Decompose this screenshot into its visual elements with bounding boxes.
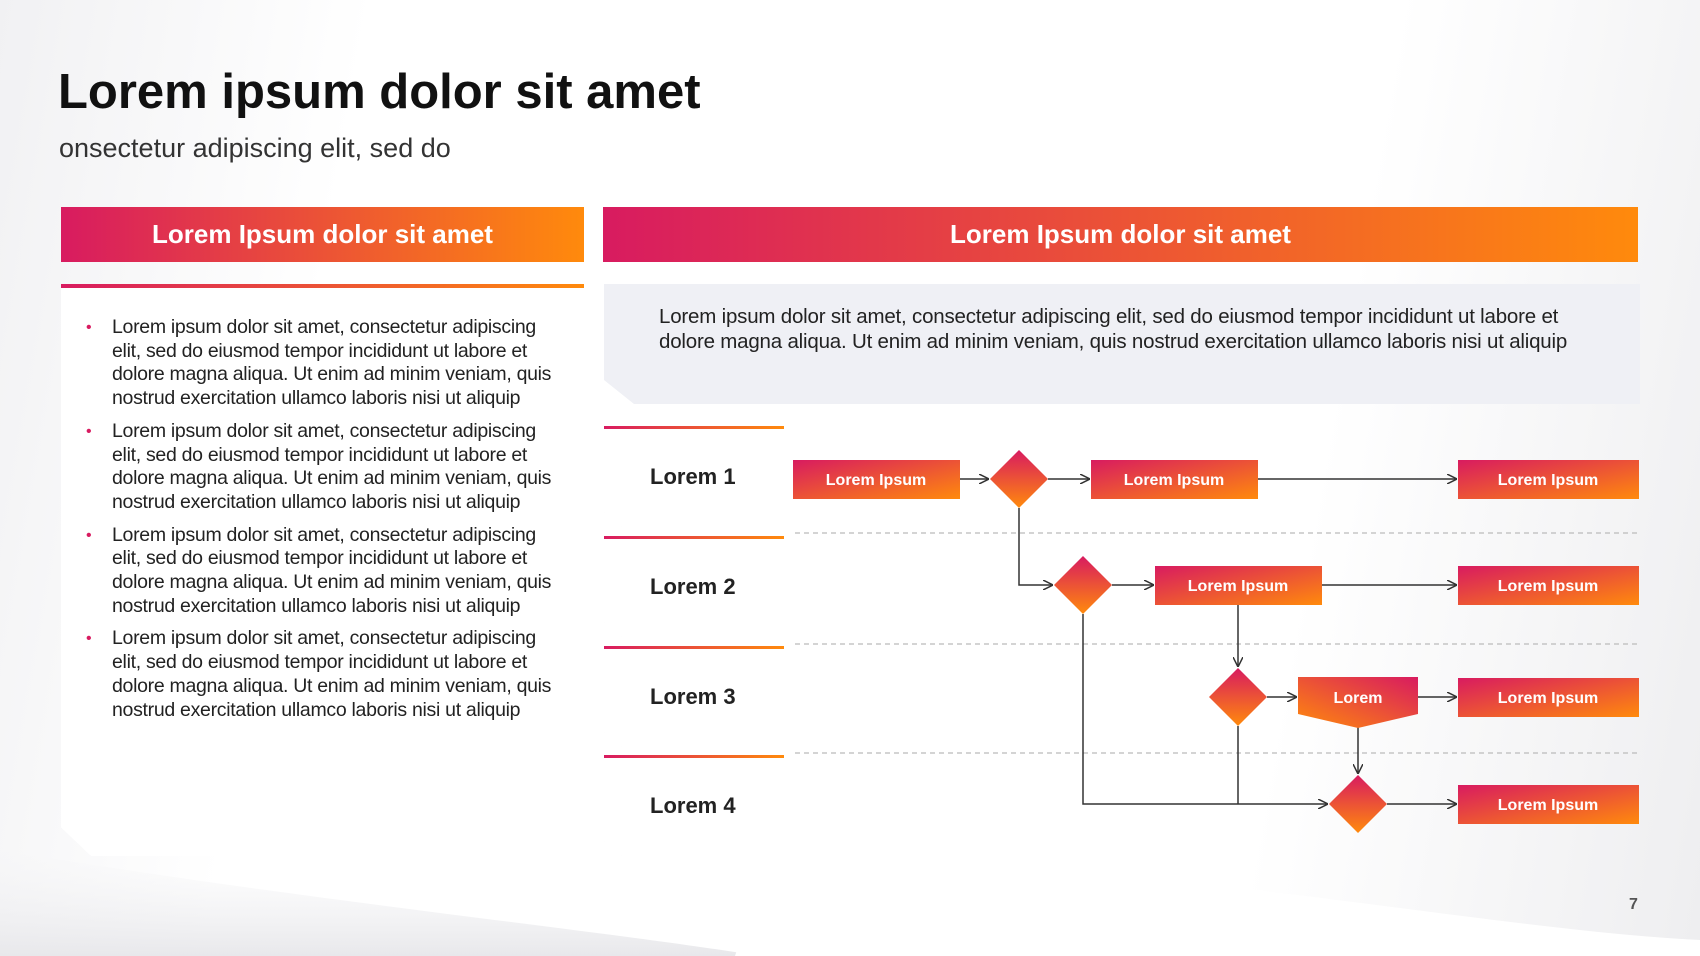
flow-box-label: Lorem Ipsum xyxy=(1124,472,1224,489)
bullet-text: Lorem ipsum dolor sit amet, consectetur … xyxy=(112,316,552,410)
flow-box-g: Lorem Ipsum xyxy=(1458,785,1639,824)
flow-box-label: Lorem Ipsum xyxy=(1498,690,1598,707)
page-number: 7 xyxy=(1629,896,1638,913)
description-text: Lorem ipsum dolor sit amet, consectetur … xyxy=(659,305,1568,353)
left-panel-header: Lorem Ipsum dolor sit amet xyxy=(61,207,584,262)
flow-box-e: Lorem Ipsum xyxy=(1458,566,1639,605)
left-panel: • Lorem ipsum dolor sit amet, consectetur… xyxy=(61,284,584,856)
page-title: Lorem ipsum dolor sit amet xyxy=(58,65,701,119)
list-item: • Lorem ipsum dolor sit amet, consectetur… xyxy=(86,524,556,619)
flow-box-f: Lorem Ipsum xyxy=(1458,678,1639,717)
bullet-icon: • xyxy=(86,422,92,440)
flow-box-c: Lorem Ipsum xyxy=(1458,460,1639,499)
lane-text: Lorem 3 xyxy=(650,684,736,709)
description-box: Lorem ipsum dolor sit amet, consectetur … xyxy=(604,284,1640,404)
flow-box-label: Lorem Ipsum xyxy=(1498,472,1598,489)
list-item: • Lorem ipsum dolor sit amet, consectetur… xyxy=(86,420,556,515)
flow-box-label: Lorem Ipsum xyxy=(1188,578,1288,595)
lane-label-2: Lorem 2 xyxy=(604,536,784,637)
flow-box-d: Lorem Ipsum xyxy=(1155,566,1322,605)
lane-text: Lorem 2 xyxy=(650,574,736,599)
bullet-list: • Lorem ipsum dolor sit amet, consectetur… xyxy=(86,316,556,731)
bullet-icon: • xyxy=(86,319,92,336)
flow-box-a: Lorem Ipsum xyxy=(793,460,960,499)
decision-diamond-3 xyxy=(1209,668,1267,726)
flow-box-label: Lorem Ipsum xyxy=(826,472,926,489)
list-item: • Lorem ipsum dolor sit amet, consectetur… xyxy=(86,316,556,411)
right-panel-header: Lorem Ipsum dolor sit amet xyxy=(603,207,1638,262)
flow-box-label: Lorem Ipsum xyxy=(1498,578,1598,595)
flow-box-b: Lorem Ipsum xyxy=(1091,460,1258,499)
flow-box-label: Lorem Ipsum xyxy=(1498,797,1598,814)
connectors xyxy=(960,479,1457,804)
bullet-text: Lorem ipsum dolor sit amet, consectetur … xyxy=(112,523,552,617)
bullet-text: Lorem ipsum dolor sit amet, consectetur … xyxy=(112,419,552,513)
bullet-icon: • xyxy=(86,630,92,648)
flow-pentagon: Lorem xyxy=(1298,677,1418,728)
lane-label-4: Lorem 4 xyxy=(604,755,784,856)
bullet-text: Lorem ipsum dolor sit amet, consectetur … xyxy=(112,627,552,721)
decision-diamond-4 xyxy=(1329,775,1387,833)
lane-label-3: Lorem 3 xyxy=(604,646,784,747)
lane-text: Lorem 4 xyxy=(650,793,736,818)
list-item: • Lorem ipsum dolor sit amet, consectetur… xyxy=(86,627,556,722)
bullet-icon: • xyxy=(86,526,92,544)
lane-label-1: Lorem 1 xyxy=(604,426,784,527)
decision-diamond-1 xyxy=(990,450,1048,508)
decision-diamond-2 xyxy=(1054,556,1112,614)
flow-box-label: Lorem xyxy=(1334,690,1383,707)
page-subtitle: onsectetur adipiscing elit, sed do xyxy=(59,133,451,163)
panel-accent-line xyxy=(61,284,584,288)
lane-text: Lorem 1 xyxy=(650,464,736,489)
